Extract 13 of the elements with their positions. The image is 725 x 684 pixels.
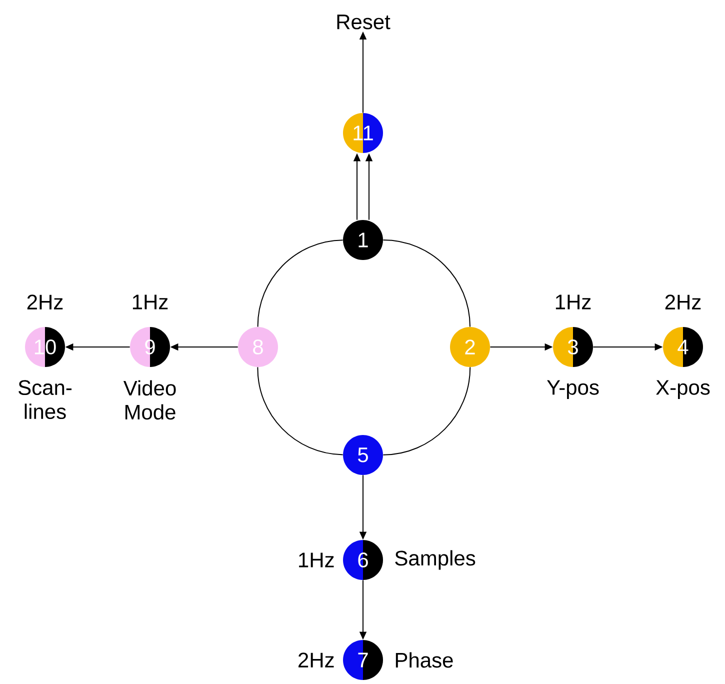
- text-label: Phase: [396, 652, 453, 668]
- frequency-label: 1Hz: [556, 294, 591, 310]
- text-label: Y-pos: [547, 380, 599, 399]
- text-label: Scan- lines: [18, 380, 72, 420]
- frequency-label: 2Hz: [665, 294, 701, 310]
- text-label: Reset: [337, 14, 390, 30]
- text-label: X-pos: [656, 380, 710, 399]
- text-label: Video Mode: [123, 380, 176, 420]
- frequency-label: 1Hz: [132, 294, 168, 310]
- frequency-label: 2Hz: [298, 652, 334, 668]
- text-label: Samples: [395, 550, 476, 570]
- frequency-label: 1Hz: [299, 552, 334, 568]
- frequency-label: 2Hz: [27, 294, 63, 310]
